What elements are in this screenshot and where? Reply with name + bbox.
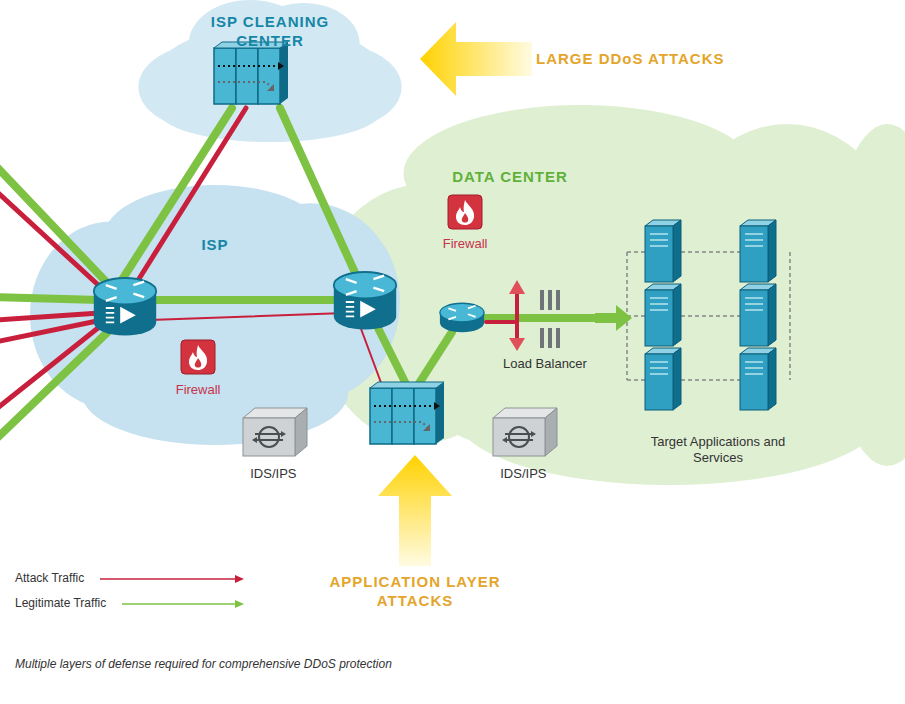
load-balancer-bars xyxy=(540,290,560,348)
cloud-title: DATA CENTER xyxy=(410,167,610,186)
router xyxy=(334,272,396,330)
ids-ips-box xyxy=(243,408,307,456)
cloud-lobe xyxy=(404,105,758,242)
cloud-lobe xyxy=(82,341,348,445)
cloud-lobe xyxy=(457,348,882,485)
firewall-icon xyxy=(181,340,215,374)
device-label: IDS/IPS xyxy=(496,464,551,484)
mitigation-device xyxy=(370,382,444,444)
cloud-title: ISP CLEANING CENTER xyxy=(195,12,345,50)
cleaning-device xyxy=(214,42,288,104)
server xyxy=(645,284,681,346)
server xyxy=(645,220,681,282)
device-label-text: Load Balancer xyxy=(495,356,595,372)
device-label: Load Balancer xyxy=(495,282,595,376)
cloud-title: ISP xyxy=(180,235,250,254)
router xyxy=(94,278,156,336)
legend-line xyxy=(122,600,244,608)
device-label-text: Target Applications and Services xyxy=(638,434,798,466)
ids-ips-box xyxy=(493,408,557,456)
device-label-text: Firewall xyxy=(443,236,488,252)
legend-text: Attack Traffic xyxy=(15,571,84,585)
traffic-arrow xyxy=(595,305,632,331)
device-label: Firewall xyxy=(172,380,225,400)
figure-caption: Multiple layers of defense required for … xyxy=(15,657,392,671)
device-label: IDS/IPS xyxy=(246,464,301,484)
cloud-lobe xyxy=(828,124,905,466)
device-label-text: IDS/IPS xyxy=(250,466,297,482)
server xyxy=(645,348,681,410)
connector-line xyxy=(595,313,616,323)
attack-arrow xyxy=(420,22,532,96)
router xyxy=(440,303,484,332)
firewall-icon xyxy=(448,195,482,229)
server xyxy=(740,220,776,282)
device-label-text: Firewall xyxy=(176,382,221,398)
attack-arrow xyxy=(378,455,452,566)
cloud-lobe xyxy=(104,185,326,289)
arrowhead xyxy=(616,305,632,331)
legend-line xyxy=(100,575,244,583)
attack-label: APPLICATION LAYER ATTACKS xyxy=(300,572,530,610)
device-label-text: IDS/IPS xyxy=(500,466,547,482)
server xyxy=(740,348,776,410)
lb-arrowhead xyxy=(509,280,525,294)
legend-text: Legitimate Traffic xyxy=(15,596,106,610)
traffic-lines xyxy=(0,108,596,440)
lb-arrowhead xyxy=(509,338,525,351)
attack-label: LARGE DDoS ATTACKS xyxy=(536,49,756,68)
server xyxy=(740,284,776,346)
device-label: Firewall xyxy=(439,234,492,254)
